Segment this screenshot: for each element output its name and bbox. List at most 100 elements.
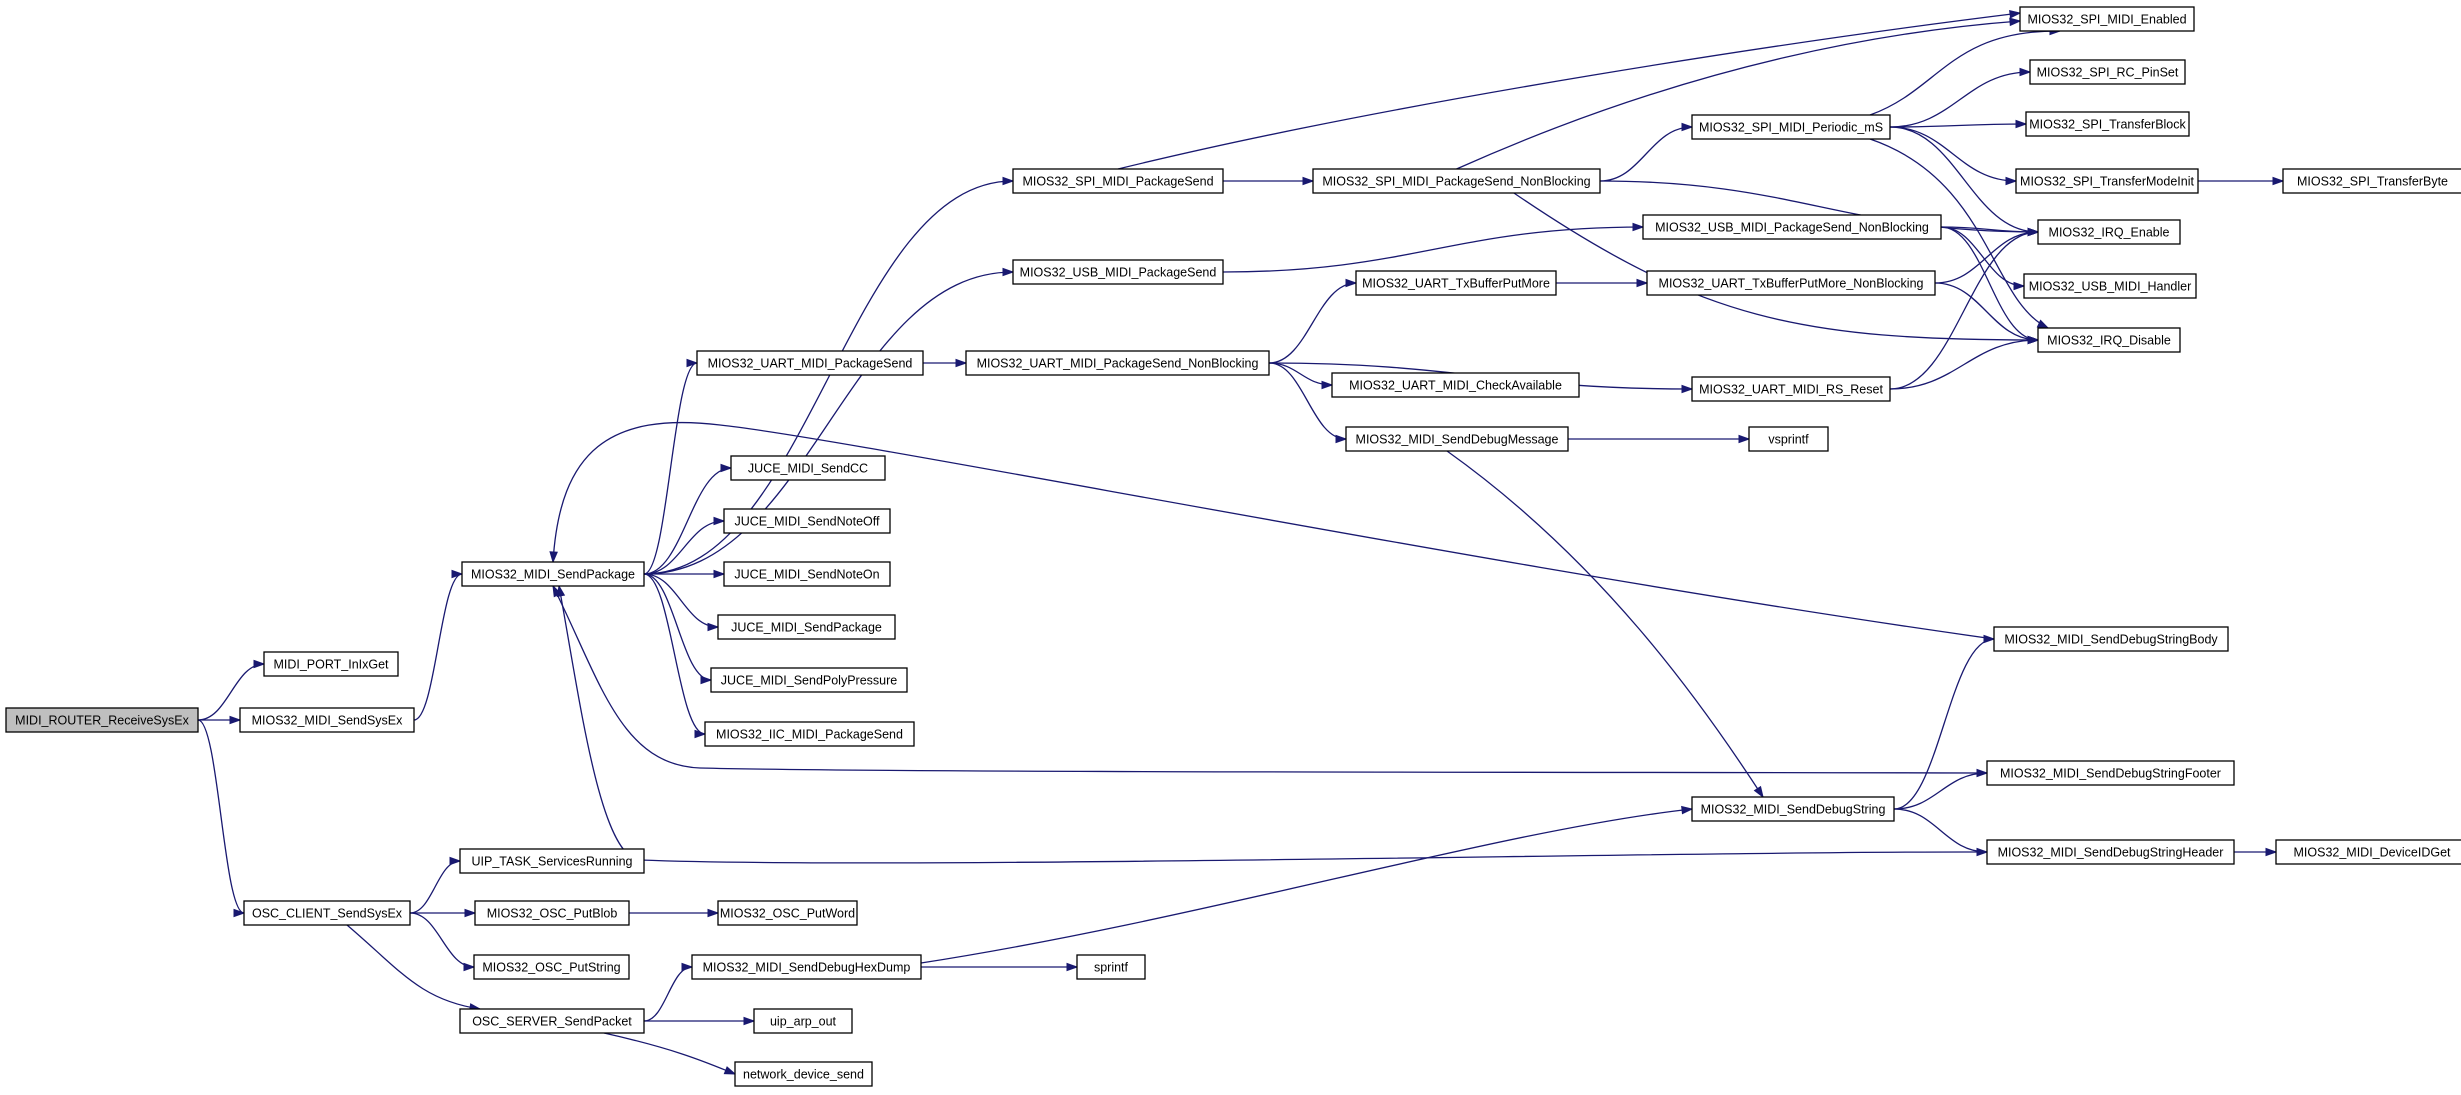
- node-label: MIOS32_MIDI_SendPackage: [471, 568, 635, 582]
- arrow-head: [2009, 9, 2022, 19]
- node-spitbyte[interactable]: MIOS32_SPI_TransferByte: [2282, 168, 2461, 194]
- node-portinx[interactable]: MIDI_PORT_InIxGet: [263, 651, 399, 677]
- edges-layer: [197, 9, 2285, 1075]
- edge-line: [1889, 71, 2031, 128]
- node-irqdis[interactable]: MIOS32_IRQ_Disable: [2037, 327, 2181, 353]
- edge-spinb-to-spienabled: [1456, 17, 2022, 170]
- edge-line: [1934, 282, 2039, 341]
- edge-line: [1889, 126, 2039, 233]
- edge-line: [1940, 226, 2039, 233]
- node-usbpkg[interactable]: MIOS32_USB_MIDI_PackageSend: [1012, 259, 1224, 285]
- node-dbgbody[interactable]: MIOS32_MIDI_SendDebugStringBody: [1993, 626, 2229, 652]
- node-jucecc[interactable]: JUCE_MIDI_SendCC: [730, 455, 886, 481]
- node-vsprintf[interactable]: vsprintf: [1748, 426, 1829, 452]
- node-oscclient[interactable]: OSC_CLIENT_SendSysEx: [243, 900, 411, 926]
- node-uiptask[interactable]: UIP_TASK_ServicesRunning: [459, 848, 645, 874]
- node-uartcheck[interactable]: MIOS32_UART_MIDI_CheckAvailable: [1331, 372, 1580, 398]
- node-oscblob[interactable]: MIOS32_OSC_PutBlob: [474, 900, 630, 926]
- edge-line: [1513, 192, 2039, 341]
- edge-line: [920, 808, 1693, 964]
- node-uartpkg[interactable]: MIOS32_UART_MIDI_PackageSend: [696, 350, 924, 376]
- node-netdev[interactable]: network_device_send: [734, 1061, 873, 1087]
- arrow-head: [463, 962, 476, 972]
- node-uartnb[interactable]: MIOS32_UART_MIDI_PackageSend_NonBlocking: [965, 350, 1270, 376]
- node-spiperiodic[interactable]: MIOS32_SPI_MIDI_Periodic_mS: [1691, 114, 1891, 140]
- node-box: [717, 614, 896, 640]
- arrow-head: [1632, 222, 1645, 232]
- node-dbgfooter[interactable]: MIOS32_MIDI_SendDebugStringFooter: [1986, 760, 2235, 786]
- node-box: [965, 350, 1270, 376]
- node-sendpackage[interactable]: MIOS32_MIDI_SendPackage: [461, 561, 645, 587]
- node-spinb[interactable]: MIOS32_SPI_MIDI_PackageSend_NonBlocking: [1312, 168, 1601, 194]
- node-box: [710, 667, 908, 693]
- node-oscserver[interactable]: OSC_SERVER_SendPacket: [459, 1008, 645, 1034]
- edge-line: [1893, 772, 1988, 810]
- edge-sendpackage-to-jucepoly: [643, 573, 713, 685]
- node-jucepkg[interactable]: JUCE_MIDI_SendPackage: [717, 614, 896, 640]
- node-spipkg[interactable]: MIOS32_SPI_MIDI_PackageSend: [1012, 168, 1224, 194]
- node-label: MIOS32_IIC_MIDI_PackageSend: [716, 728, 903, 742]
- edge-spiperiodic-to-spirc: [1889, 67, 2032, 128]
- node-spirc[interactable]: MIOS32_SPI_RC_PinSet: [2029, 59, 2186, 85]
- node-oscstring[interactable]: MIOS32_OSC_PutString: [473, 954, 630, 980]
- arrow-head: [451, 569, 464, 579]
- node-sendsysex[interactable]: MIOS32_MIDI_SendSysEx: [239, 707, 415, 733]
- node-box: [1986, 839, 2235, 865]
- edge-line: [1268, 282, 1357, 364]
- node-usbhandler[interactable]: MIOS32_USB_MIDI_Handler: [2023, 273, 2197, 299]
- node-label: MIOS32_UART_MIDI_CheckAvailable: [1349, 379, 1562, 393]
- edge-hexdump-to-sprintf: [921, 962, 1079, 972]
- edge-line: [552, 585, 1988, 774]
- edge-line: [413, 573, 463, 721]
- node-spienabled[interactable]: MIOS32_SPI_MIDI_Enabled: [2019, 6, 2195, 32]
- edge-line: [409, 912, 475, 968]
- node-uarttxnb[interactable]: MIOS32_UART_TxBufferPutMore_NonBlocking: [1646, 270, 1936, 296]
- node-uarttx[interactable]: MIOS32_UART_TxBufferPutMore: [1355, 270, 1557, 296]
- node-oscword[interactable]: MIOS32_OSC_PutWord: [717, 900, 858, 926]
- node-dbgheader[interactable]: MIOS32_MIDI_SendDebugStringHeader: [1986, 839, 2235, 865]
- edge-spipkg-to-spienabled: [1117, 9, 2022, 170]
- node-iicpkg[interactable]: MIOS32_IIC_MIDI_PackageSend: [704, 721, 915, 747]
- node-jucenoteon[interactable]: JUCE_MIDI_SendNoteOn: [723, 561, 891, 587]
- arrow-head: [743, 1016, 756, 1026]
- node-senddebugmsg[interactable]: MIOS32_MIDI_SendDebugMessage: [1345, 426, 1569, 452]
- node-box: [1642, 214, 1942, 240]
- node-label: MIOS32_MIDI_SendDebugStringHeader: [1998, 846, 2224, 860]
- arrow-head: [2036, 319, 2050, 329]
- node-box: [1646, 270, 1936, 296]
- node-jucenoteoff[interactable]: JUCE_MIDI_SendNoteOff: [723, 508, 891, 534]
- edge-line: [643, 573, 706, 735]
- node-box: [1691, 114, 1891, 140]
- node-uiparp[interactable]: uip_arp_out: [753, 1008, 853, 1034]
- arrow-head: [1738, 434, 1751, 444]
- node-spitb[interactable]: MIOS32_SPI_TransferBlock: [2025, 111, 2190, 137]
- node-sprintf[interactable]: sprintf: [1076, 954, 1146, 980]
- node-label: network_device_send: [743, 1068, 864, 1082]
- arrow-head: [681, 962, 694, 972]
- node-box: [1012, 168, 1224, 194]
- nodes-layer: MIDI_ROUTER_ReceiveSysEx MIDI_PORT_InIxGe…: [5, 6, 2461, 1087]
- node-label: MIOS32_OSC_PutString: [482, 961, 620, 975]
- node-deviceid[interactable]: MIOS32_MIDI_DeviceIDGet: [2275, 839, 2461, 865]
- edge-uarttx-to-uarttxnb: [1555, 278, 1649, 288]
- node-dbgstring[interactable]: MIOS32_MIDI_SendDebugString: [1691, 796, 1895, 822]
- edge-sendpackage-to-uartpkg: [643, 358, 699, 575]
- node-spitmi[interactable]: MIOS32_SPI_TransferModeInit: [2015, 168, 2199, 194]
- arrow-head: [2019, 67, 2032, 77]
- node-irqen[interactable]: MIOS32_IRQ_Enable: [2037, 219, 2181, 245]
- node-root[interactable]: MIDI_ROUTER_ReceiveSysEx: [5, 707, 199, 733]
- edge-line: [643, 271, 1014, 575]
- node-uartrs[interactable]: MIOS32_UART_MIDI_RS_Reset: [1691, 376, 1891, 402]
- arrow-head: [686, 358, 699, 368]
- node-hexdump[interactable]: MIOS32_MIDI_SendDebugHexDump: [691, 954, 922, 980]
- node-label: uip_arp_out: [770, 1015, 837, 1029]
- edge-line: [409, 860, 461, 914]
- edge-sendpackage-to-spipkg: [643, 176, 1015, 575]
- node-box: [717, 900, 858, 926]
- node-box: [2019, 6, 2195, 32]
- node-jucepoly[interactable]: JUCE_MIDI_SendPolyPressure: [710, 667, 908, 693]
- node-usbnb[interactable]: MIOS32_USB_MIDI_PackageSend_NonBlocking: [1642, 214, 1942, 240]
- arrow-head: [1321, 380, 1334, 390]
- edge-spiperiodic-to-spitb: [1889, 119, 2028, 129]
- arrow-head: [2265, 847, 2278, 857]
